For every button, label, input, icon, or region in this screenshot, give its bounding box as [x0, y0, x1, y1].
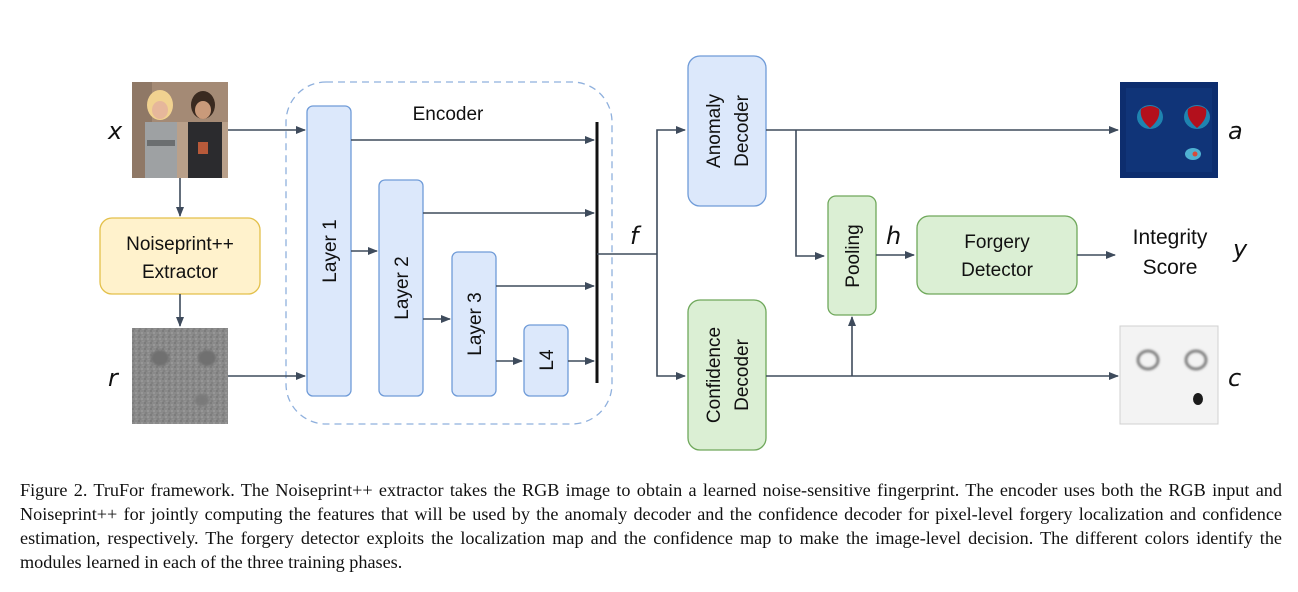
anomaly-map-image [1120, 82, 1218, 178]
layer4-label: L4 [537, 349, 558, 371]
extractor-label-line2: Extractor [142, 262, 219, 283]
layer1-label: Layer 1 [320, 219, 341, 282]
encoder-label: Encoder [413, 104, 484, 125]
confidence-label-line1: Confidence [704, 327, 725, 423]
input-rgb-image [132, 82, 228, 178]
layer3-label: Layer 3 [465, 292, 486, 355]
arrow-f-to-confidence [656, 254, 686, 380]
layer1-box: Layer 1 [306, 105, 352, 397]
noiseprint-image [132, 328, 228, 424]
var-y: y [1232, 235, 1248, 263]
confidence-label-line2: Decoder [732, 338, 753, 410]
layer4-box: L4 [523, 324, 569, 397]
arrow-anomaly-to-pooling [795, 130, 825, 260]
var-f: f [630, 222, 642, 250]
figure-caption: Figure 2. TruFor framework. The Noisepri… [20, 480, 1282, 572]
trufor-framework-diagram: x Noiseprint++ Extractor r Encoder Layer… [99, 55, 1248, 451]
anomaly-decoder-box: Anomaly Decoder [687, 55, 767, 207]
forgery-label-line1: Forgery [964, 232, 1030, 253]
layer2-label: Layer 2 [392, 256, 413, 319]
var-c: c [1228, 364, 1241, 392]
var-x: x [107, 117, 123, 145]
forgery-label-line2: Detector [961, 260, 1033, 281]
integrity-label-line2: Score [1143, 256, 1198, 279]
var-a: a [1228, 117, 1243, 145]
pooling-label: Pooling [843, 224, 864, 287]
layer2-box: Layer 2 [378, 179, 424, 397]
noiseprint-extractor-box: Noiseprint++ Extractor [99, 217, 261, 295]
anomaly-label-line1: Anomaly [704, 94, 725, 168]
extractor-label-line1: Noiseprint++ [126, 234, 234, 255]
forgery-detector-box: Forgery Detector [916, 215, 1078, 295]
encoder-region [285, 81, 613, 425]
pooling-box: Pooling [827, 195, 877, 316]
var-r: r [108, 364, 120, 392]
var-h: h [886, 222, 901, 250]
layer3-box: Layer 3 [451, 251, 497, 397]
arrow-f-to-anomaly [656, 126, 686, 254]
confidence-decoder-box: Confidence Decoder [687, 299, 767, 451]
integrity-label-line1: Integrity [1133, 226, 1208, 249]
confidence-map-image [1119, 325, 1219, 425]
anomaly-label-line2: Decoder [732, 94, 753, 166]
